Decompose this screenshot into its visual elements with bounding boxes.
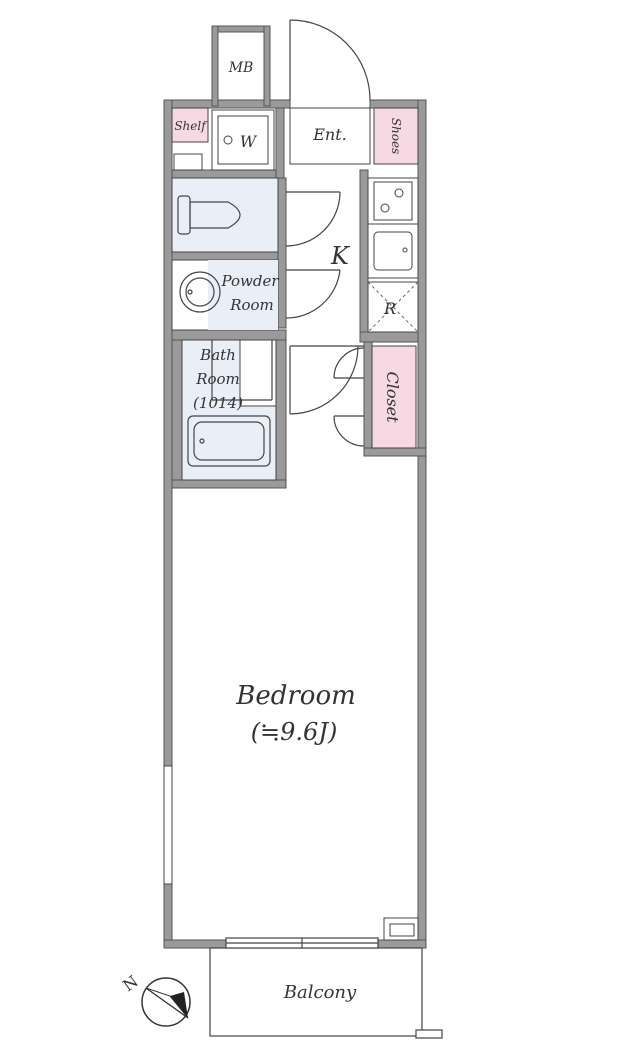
balcony-sliding-door	[225, 937, 379, 949]
bath-label-line3: (1014)	[193, 394, 243, 412]
mb-label: MB	[228, 60, 254, 76]
bedroom-label: Bedroom	[235, 681, 356, 711]
shoes-label: Shoes	[389, 118, 403, 154]
toilet-room	[171, 177, 279, 253]
mb-closet	[217, 31, 265, 101]
bath-label-line1: Bath	[199, 346, 236, 364]
aircon-box	[383, 917, 419, 941]
closet-label: Closet	[383, 371, 402, 423]
powder-label-line2: Room	[229, 296, 274, 314]
entrance-area	[289, 107, 371, 165]
washer-area	[211, 109, 275, 171]
toilet-icon	[177, 195, 241, 235]
fridge-area	[367, 281, 419, 333]
bath-label-line2: Room	[195, 370, 240, 388]
shelf-label: Shelf	[174, 119, 208, 133]
kitchen-label: K	[330, 242, 351, 270]
sink-icon	[179, 271, 221, 313]
shoes-cabinet	[373, 107, 419, 165]
doors	[211, 19, 371, 447]
compass-north-label: N	[119, 972, 141, 996]
kitchen-sink-area	[367, 223, 419, 279]
fridge-label: R	[383, 299, 396, 318]
bedroom-size-label: (≒9.6J)	[251, 718, 338, 746]
shelf-small-box	[173, 153, 203, 171]
stove-area	[367, 177, 419, 225]
powder-label-line1: Powder	[220, 272, 279, 290]
washer-drain-icon	[223, 135, 233, 145]
closet-area	[371, 345, 417, 449]
kitchen-sink-icon	[373, 231, 413, 271]
washer-label: W	[240, 132, 258, 151]
compass-icon: N	[119, 972, 191, 1027]
left-window	[163, 765, 173, 885]
balcony-label: Balcony	[283, 982, 357, 1003]
bathtub-icon	[187, 415, 271, 467]
shelf-area	[171, 107, 209, 143]
entrance-label: Ent.	[312, 125, 347, 144]
stove-icon	[373, 181, 413, 221]
